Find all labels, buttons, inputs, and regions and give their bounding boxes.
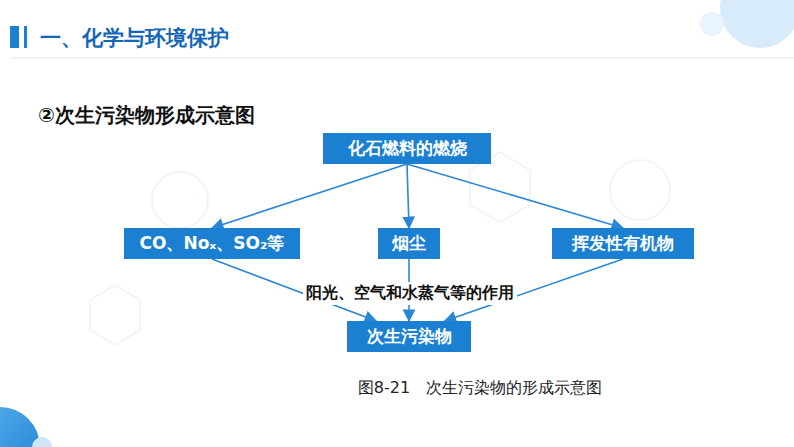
box-text: 烟尘 xyxy=(392,232,426,255)
process-box: 化石燃料的燃烧 xyxy=(323,133,491,164)
condition-label: 阳光、空气和水蒸气等的作用 xyxy=(303,282,517,305)
figure-caption: 图8-21 次生污染物的形成示意图 xyxy=(358,378,602,399)
process-box: CO、Noₓ、SO₂等 xyxy=(124,228,300,259)
box-text: 挥发性有机物 xyxy=(572,232,674,255)
box-text: 次生污染物 xyxy=(367,325,452,348)
box-text: 化石燃料的燃烧 xyxy=(348,137,467,160)
box-text: CO、Noₓ、SO₂等 xyxy=(140,232,285,255)
flow-arrow xyxy=(212,164,407,228)
flow-arrow xyxy=(407,164,409,228)
slide-heading: 一、化学与环境保护 xyxy=(40,24,229,52)
section-subtitle: ②次生污染物形成示意图 xyxy=(38,102,255,129)
process-box: 挥发性有机物 xyxy=(552,228,694,259)
flow-arrow xyxy=(407,164,623,228)
process-box: 烟尘 xyxy=(378,228,440,259)
process-box: 次生污染物 xyxy=(347,321,471,352)
